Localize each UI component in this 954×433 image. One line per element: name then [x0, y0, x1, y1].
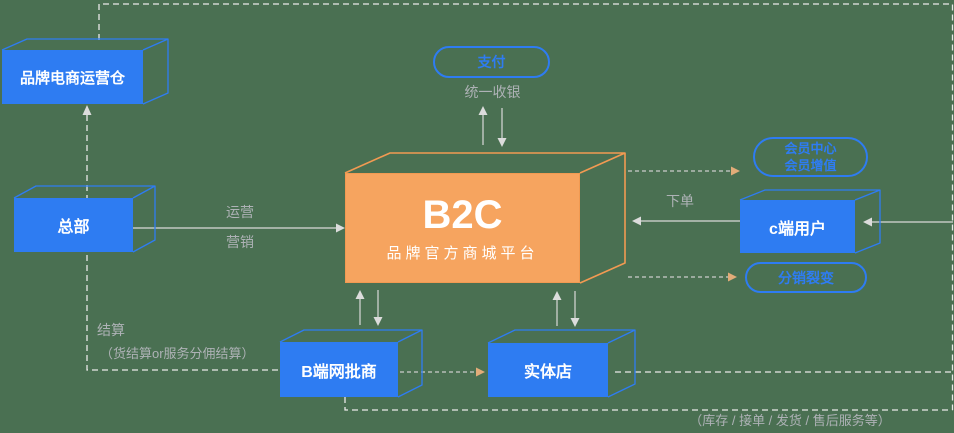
store-box-wireframe — [487, 329, 636, 398]
cuser-box-wireframe — [739, 189, 881, 254]
edge-label-settle-detail: （货结算or服务分佣结算） — [100, 346, 255, 361]
edge-label-unified-cashier: 统一收银 — [464, 84, 521, 100]
edge-label-settle: 结算 — [97, 322, 125, 338]
edge-label-operate: 运营 — [226, 204, 254, 220]
arrowhead-right-to-member — [731, 166, 740, 176]
node-hq: 总部 — [14, 198, 133, 252]
arrowhead-up-to-b2c-right — [552, 291, 562, 300]
edge-label-place-order: 下单 — [666, 193, 694, 209]
node-b2c-title: B2C — [422, 192, 503, 237]
node-member: 会员中心 会员增值 — [753, 137, 868, 177]
arrowhead-up-to-b2c-left — [355, 290, 365, 299]
arrowhead-down-to-bwholesale — [373, 317, 383, 326]
node-bwholesale: B端网批商 — [280, 342, 398, 397]
fulfillment-loop-dashed-line — [98, 3, 954, 411]
bwholesale-box-wireframe — [279, 329, 423, 398]
node-member-line1: 会员中心 — [784, 141, 837, 156]
arrowhead-down-to-b2c — [497, 138, 507, 147]
arrowhead-left-to-cuser — [863, 217, 872, 227]
b2c-box-wireframe — [344, 152, 626, 284]
warehouse-box-wireframe — [1, 38, 169, 105]
node-cuser-label: c端用户 — [769, 220, 826, 238]
b2c-store-arrows — [556, 291, 576, 326]
node-b2c-subtitle: 品牌官方商城平台 — [386, 244, 539, 262]
node-store: 实体店 — [488, 343, 608, 397]
arrowhead-up-to-warehouse — [82, 105, 92, 115]
arrowhead-left-to-b2c — [632, 216, 641, 226]
node-hq-label: 总部 — [57, 219, 90, 236]
edge-label-marketing: 营销 — [226, 234, 254, 250]
arrowhead-right-to-fission — [728, 272, 737, 282]
node-pay: 支付 — [433, 46, 550, 78]
b2c-to-member-dashed — [628, 170, 731, 278]
node-pay-label: 支付 — [477, 54, 506, 70]
node-warehouse: 品牌电商运营仓 — [2, 50, 143, 104]
node-member-line2: 会员增值 — [784, 158, 837, 173]
b2c-bwholesale-arrows — [359, 290, 379, 325]
node-b2c: B2C 品牌官方商城平台 — [345, 173, 580, 283]
hq-box-wireframe — [13, 185, 156, 253]
arrowhead-up-to-pay — [478, 106, 488, 115]
node-fission-label: 分销裂变 — [778, 269, 834, 286]
edge-label-fulfillment-note: （库存 / 接单 / 发货 / 售后服务等） — [689, 413, 891, 428]
node-fission: 分销裂变 — [745, 262, 867, 293]
arrowhead-right-to-store — [476, 367, 485, 377]
pay-b2c-arrows — [482, 108, 503, 145]
arrowhead-down-to-store — [570, 318, 580, 327]
node-store-label: 实体店 — [523, 364, 572, 381]
node-warehouse-label: 品牌电商运营仓 — [19, 69, 125, 87]
node-cuser: c端用户 — [740, 200, 855, 253]
node-bwholesale-label: B端网批商 — [301, 363, 377, 381]
arrowhead-right-to-b2c — [336, 223, 345, 233]
